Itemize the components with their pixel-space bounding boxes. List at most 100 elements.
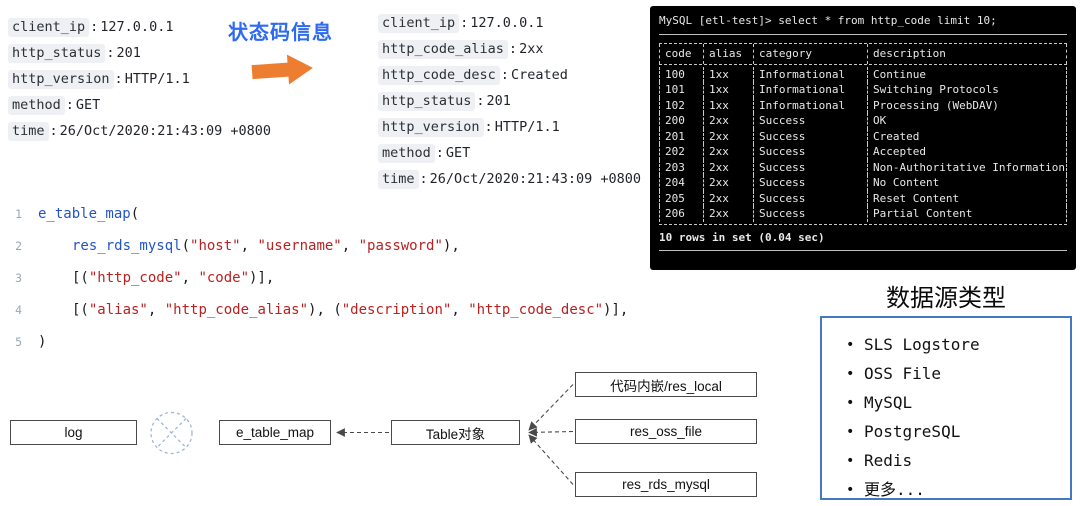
cell-category: Informational (753, 82, 867, 98)
table-row: 205 2xx Success Reset Content (659, 190, 1067, 206)
log-field: http_version:HTTP/1.1 (8, 66, 271, 92)
flow-box-res-oss-file: res_oss_file (575, 419, 757, 444)
datasource-item: PostgreSQL (846, 417, 1070, 446)
table-row: 200 2xx Success OK (659, 113, 1067, 129)
log-field-value: HTTP/1.1 (494, 119, 560, 135)
code-token: ), ( (308, 302, 342, 318)
log-field-value: 201 (486, 93, 511, 109)
datasource-panel: SLS Logstore OSS File MySQL PostgreSQL R… (820, 316, 1072, 500)
transform-label: 状态码信息 (228, 22, 333, 44)
log-field: time:26/Oct/2020:21:43:09 +0800 (8, 118, 271, 144)
bullet-icon (846, 417, 864, 446)
column-header: alias (703, 44, 753, 64)
terminal-footer: 10 rows in set (0.04 sec) (659, 231, 1067, 251)
datasource-item-label: PostgreSQL (864, 422, 961, 441)
column-header: code (659, 44, 703, 64)
flow-box-log: log (10, 420, 137, 445)
datasource-item: Redis (846, 446, 1070, 475)
code-token: ( (181, 238, 191, 254)
datasource-item-label: Redis (864, 451, 913, 470)
log-field-key: method (8, 95, 65, 115)
log-field-value: GET (445, 145, 471, 161)
column-header: description (867, 44, 1067, 64)
cell-code: 101 (659, 82, 703, 98)
table-row: 102 1xx Informational Processing (WebDAV… (659, 97, 1067, 113)
code-token: "username" (257, 238, 342, 254)
code-text: [("alias", "http_code_alias"), ("descrip… (38, 294, 628, 326)
log-field: http_code_desc:Created (378, 62, 641, 88)
table-body: 100 1xx Informational Continue 101 1xx I… (659, 65, 1067, 224)
code-text: [("http_code", "code")], (38, 262, 274, 294)
cell-description: OK (867, 113, 1067, 129)
datasource-item: MySQL (846, 388, 1070, 417)
cell-description: Reset Content (867, 190, 1067, 206)
log-field: http_code_alias:2xx (378, 36, 641, 62)
log-field-colon: : (114, 71, 123, 87)
table-row: 101 1xx Informational Switching Protocol… (659, 82, 1067, 98)
log-field-value: 127.0.0.1 (470, 15, 544, 31)
cell-code: 203 (659, 159, 703, 175)
datasource-item: SLS Logstore (846, 330, 1070, 359)
log-field-key: http_status (378, 91, 476, 111)
log-field-colon: : (65, 97, 74, 113)
table-row: 204 2xx Success No Content (659, 175, 1067, 191)
cell-code: 204 (659, 175, 703, 191)
log-field-key: http_code_desc (378, 65, 500, 85)
log-field-value: 127.0.0.1 (100, 19, 174, 35)
log-field-value: Created (510, 67, 568, 83)
arrow-src1-to-table (528, 384, 574, 431)
log-field-key: client_ip (8, 17, 90, 37)
cell-alias: 1xx (703, 82, 753, 98)
cell-code: 200 (659, 113, 703, 129)
code-token: , (451, 302, 469, 318)
log-field: client_ip:127.0.0.1 (378, 10, 641, 36)
log-field-colon: : (484, 119, 493, 135)
log-field: method:GET (8, 92, 271, 118)
cell-code: 205 (659, 190, 703, 206)
code-token: e_table_map (38, 206, 131, 222)
cell-category: Success (753, 175, 867, 191)
code-token: )], (603, 302, 629, 318)
datasource-item: OSS File (846, 359, 1070, 388)
log-field-key: http_version (8, 69, 114, 89)
code-token: )], (249, 270, 275, 286)
column-header: category (753, 44, 867, 64)
code-token: "http_code" (88, 270, 182, 286)
code-token: [( (72, 302, 89, 318)
line-number: 5 (15, 335, 22, 349)
code-token: , (240, 238, 258, 254)
flow-box-res-rds-mysql: res_rds_mysql (575, 472, 757, 497)
join-circle-icon (150, 411, 193, 455)
log-field: client_ip:127.0.0.1 (8, 14, 271, 40)
log-field-colon: : (476, 93, 485, 109)
cell-alias: 1xx (703, 97, 753, 113)
log-field-value: 201 (116, 45, 141, 61)
bullet-icon (846, 388, 864, 417)
code-token: "http_code_desc" (468, 302, 604, 318)
log-field-value: 26/Oct/2020:21:43:09 +0800 (59, 123, 271, 139)
log-field-colon: : (106, 45, 115, 61)
cell-code: 100 (659, 66, 703, 82)
cell-alias: 2xx (703, 113, 753, 129)
code-token: , (341, 238, 359, 254)
flow-box-table-object: Table对象 (391, 420, 520, 445)
datasource-title: 数据源类型 (886, 285, 1006, 312)
log-field-key: time (378, 169, 419, 189)
code-text: e_table_map( (38, 198, 139, 230)
flow-box-res-local: 代码内嵌/res_local (575, 372, 757, 397)
line-number: 2 (15, 239, 22, 253)
cell-category: Success (753, 128, 867, 144)
cell-alias: 2xx (703, 175, 753, 191)
line-number: 3 (15, 271, 22, 285)
code-token: "host" (190, 238, 241, 254)
cell-description: Created (867, 128, 1067, 144)
cell-category: Success (753, 206, 867, 222)
log-field-key: client_ip (378, 13, 460, 33)
cell-category: Informational (753, 66, 867, 82)
log-field-value: GET (75, 97, 101, 113)
log-record-before: client_ip:127.0.0.1 http_status:201 http… (8, 14, 271, 144)
